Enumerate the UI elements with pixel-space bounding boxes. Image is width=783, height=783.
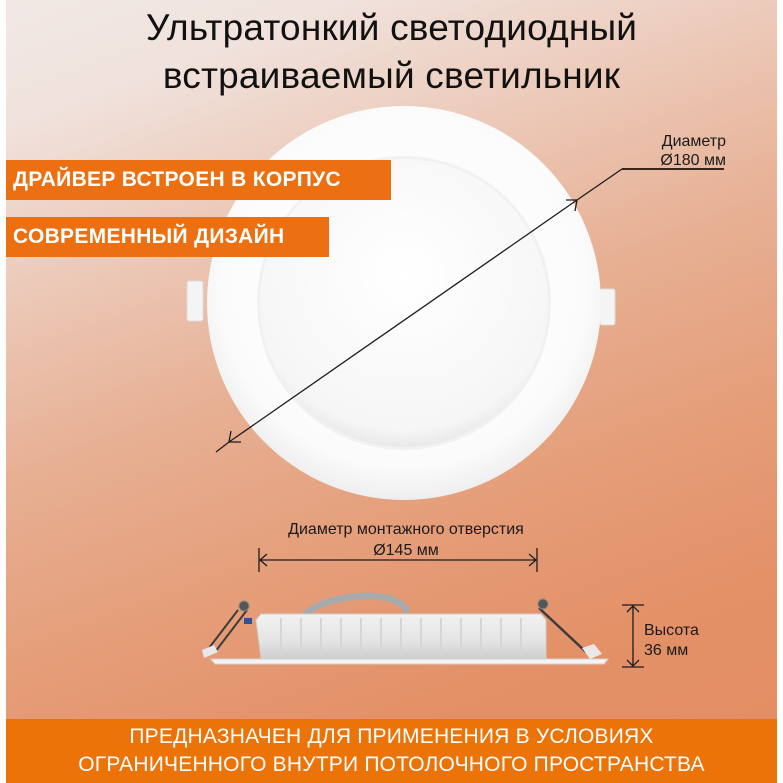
product-side-view-icon (202, 592, 610, 665)
footer-line-2: ОГРАНИЧЕННОГО ВНУТРИ ПОТОЛОЧНОГО ПРОСТРА… (78, 753, 705, 776)
cutout-dimension-arrow-icon (258, 548, 538, 572)
height-caption: Высота (644, 622, 699, 639)
height-dimension-arrow-icon (622, 604, 644, 668)
cutout-diameter-caption: Диаметр монтажного отверстия (288, 521, 524, 538)
outer-diameter-label: Диаметр Ø180 мм (610, 132, 726, 170)
footer-banner: ПРЕДНАЗНАЧЕН ДЛЯ ПРИМЕНЕНИЯ В УСЛОВИЯХ О… (6, 719, 777, 783)
title-line-2: встраиваемый светильник (162, 55, 621, 96)
page-title: Ультратонкий светодиодный встраиваемый с… (6, 4, 777, 100)
height-value: 36 мм (644, 642, 689, 659)
feature-badge-driver: ДРАЙВЕР ВСТРОЕН В КОРПУС (6, 160, 391, 200)
title-line-1: Ультратонкий светодиодный (145, 7, 638, 48)
feature-badge-label: СОВРЕМЕННЫЙ ДИЗАЙН (13, 225, 285, 248)
feature-badge-design: СОВРЕМЕННЫЙ ДИЗАЙН (6, 217, 329, 257)
outer-diameter-value: Ø180 мм (660, 152, 726, 169)
feature-badge-label: ДРАЙВЕР ВСТРОЕН В КОРПУС (13, 168, 341, 191)
height-label: Высота 36 мм (644, 621, 699, 661)
product-card: Ультратонкий светодиодный встраиваемый с… (6, 0, 777, 783)
footer-line-1: ПРЕДНАЗНАЧЕН ДЛЯ ПРИМЕНЕНИЯ В УСЛОВИЯХ (129, 725, 654, 748)
cutout-diameter-value: Ø145 мм (373, 542, 439, 559)
cutout-diameter-label: Диаметр монтажного отверстия Ø145 мм (206, 519, 606, 561)
outer-diameter-caption: Диаметр (661, 133, 726, 150)
